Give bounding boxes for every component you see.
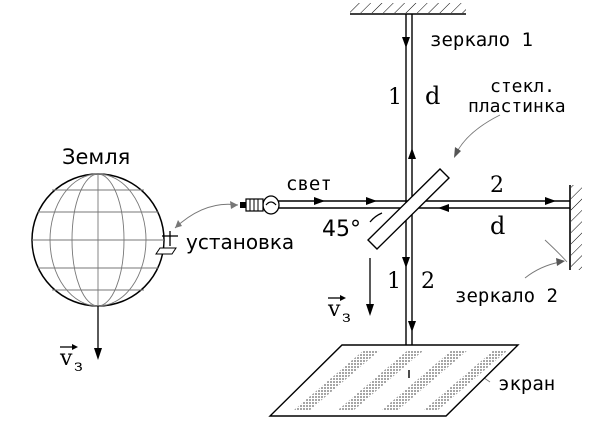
mirror-1 (350, 3, 466, 15)
label-earth: Земля (62, 145, 130, 169)
label-d-vertical: d (425, 82, 440, 110)
label-beam-1-upper: 1 (388, 85, 402, 110)
label-beam-1-lower: 1 (387, 269, 401, 294)
label-screen: экран (498, 373, 555, 395)
earth-velocity-arrow (94, 306, 102, 360)
vertical-beams (402, 14, 416, 370)
light-bulb-icon (240, 195, 280, 215)
angle-arc (369, 212, 383, 223)
v-center: v (327, 297, 341, 322)
label-glass-plate-2: пластинка (468, 96, 566, 117)
label-mirror-1: зеркало 1 (430, 29, 533, 51)
mirror-2 (569, 185, 582, 270)
label-installation: установка (186, 230, 294, 254)
label-light: свет (286, 173, 332, 195)
v-center-sub: з (342, 307, 351, 326)
label-d-horizontal: d (490, 212, 505, 240)
label-beam-2-lower: 2 (421, 269, 435, 294)
glass-plate (367, 168, 450, 250)
earth-velocity-label: v з (59, 344, 83, 375)
installation-icon (155, 231, 178, 255)
v-left-sub: з (74, 356, 83, 375)
installation-pointer (174, 201, 239, 229)
earth-globe (31, 173, 165, 307)
label-mirror-2: зеркало 2 (455, 285, 558, 307)
installation-velocity-arrow (366, 258, 374, 316)
installation-velocity-label: v з (327, 295, 351, 326)
screen (268, 344, 520, 417)
v-left: v (59, 346, 73, 371)
label-glass-plate-1: стекл. (490, 76, 555, 97)
label-angle: 45° (322, 217, 361, 242)
label-beam-2-right: 2 (490, 173, 504, 198)
label-pointers (454, 114, 568, 383)
